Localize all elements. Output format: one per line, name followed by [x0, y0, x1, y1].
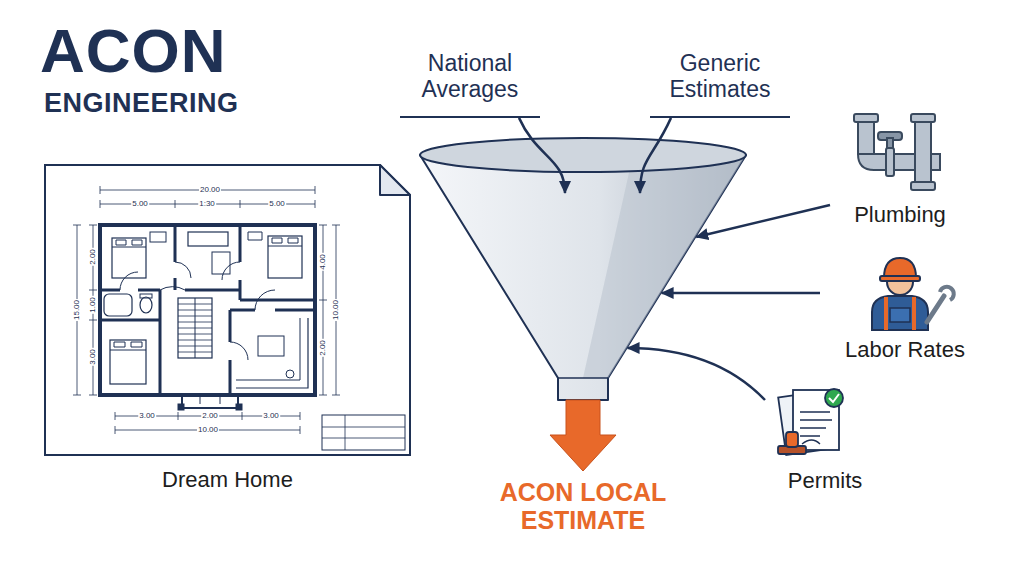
- stair-tread: [178, 346, 212, 347]
- stair-tread: [178, 328, 212, 329]
- flow-arrow: [696, 205, 830, 237]
- stair-tread: [178, 304, 212, 305]
- dimension-label: 10.00: [197, 426, 219, 434]
- funnel-shade: [583, 155, 746, 378]
- stair-tread: [178, 334, 212, 335]
- company-subtitle: ENGINEERING: [44, 90, 239, 117]
- dimension-label: 5.00: [268, 200, 286, 208]
- output-label: ACON LOCAL ESTIMATE: [473, 478, 693, 534]
- dimension-label: 3.00: [89, 348, 97, 366]
- input-label: National Averages: [400, 50, 540, 118]
- factor-icon: Labor Rates: [820, 250, 990, 365]
- dimension-label: 3.00: [262, 412, 280, 420]
- node-label: Labor Rates: [845, 337, 965, 362]
- dimension-label: 2.00: [89, 248, 97, 266]
- floor-plan: [100, 225, 315, 410]
- dimension-label: 1.00: [89, 296, 97, 314]
- dimension-label: 3.00: [138, 412, 156, 420]
- blueprint-sheet: Dream Home: [45, 165, 410, 500]
- funnel-cone: [420, 155, 746, 400]
- node-label: Dream Home: [162, 467, 293, 492]
- dimension-label: 20.00: [199, 186, 221, 194]
- dimension-label: 15.00: [73, 299, 81, 321]
- plumbing-icon: [854, 114, 940, 190]
- stair-tread: [178, 340, 212, 341]
- stair-tread: [178, 316, 212, 317]
- node-label: National Averages: [400, 50, 540, 103]
- dimension-label: 10.00: [332, 299, 340, 321]
- input-label: Generic Estimates: [650, 50, 790, 118]
- flow-arrow: [662, 292, 820, 295]
- factor-icon: Permits: [765, 380, 885, 495]
- dimension-label: 2.00: [319, 339, 327, 357]
- stair-tread: [178, 322, 212, 323]
- node-label: Generic Estimates: [650, 50, 790, 103]
- funnel: ACON LOCAL ESTIMATE: [418, 135, 748, 545]
- node-label: Permits: [788, 468, 863, 493]
- dimension-lines: [73, 186, 340, 434]
- dimension-label: 4.00: [319, 253, 327, 271]
- dimension-label: 5.00: [131, 200, 149, 208]
- factor-icon: Plumbing: [830, 110, 970, 235]
- funnel-mouth: [420, 138, 746, 172]
- funnel-tube-line: [558, 377, 608, 379]
- dimension-label: 2.00: [201, 412, 219, 420]
- node-label: Plumbing: [854, 202, 946, 227]
- flow-arrow: [628, 348, 765, 400]
- blueprint-sheet: [45, 165, 410, 455]
- company-title: ACON: [40, 20, 227, 82]
- permits-icon: [778, 389, 843, 455]
- stair-tread: [178, 352, 212, 353]
- dimension-label: 1:30: [198, 200, 216, 208]
- stair-tread: [178, 310, 212, 311]
- worker-icon: [872, 258, 954, 330]
- output-arrow: [550, 400, 616, 471]
